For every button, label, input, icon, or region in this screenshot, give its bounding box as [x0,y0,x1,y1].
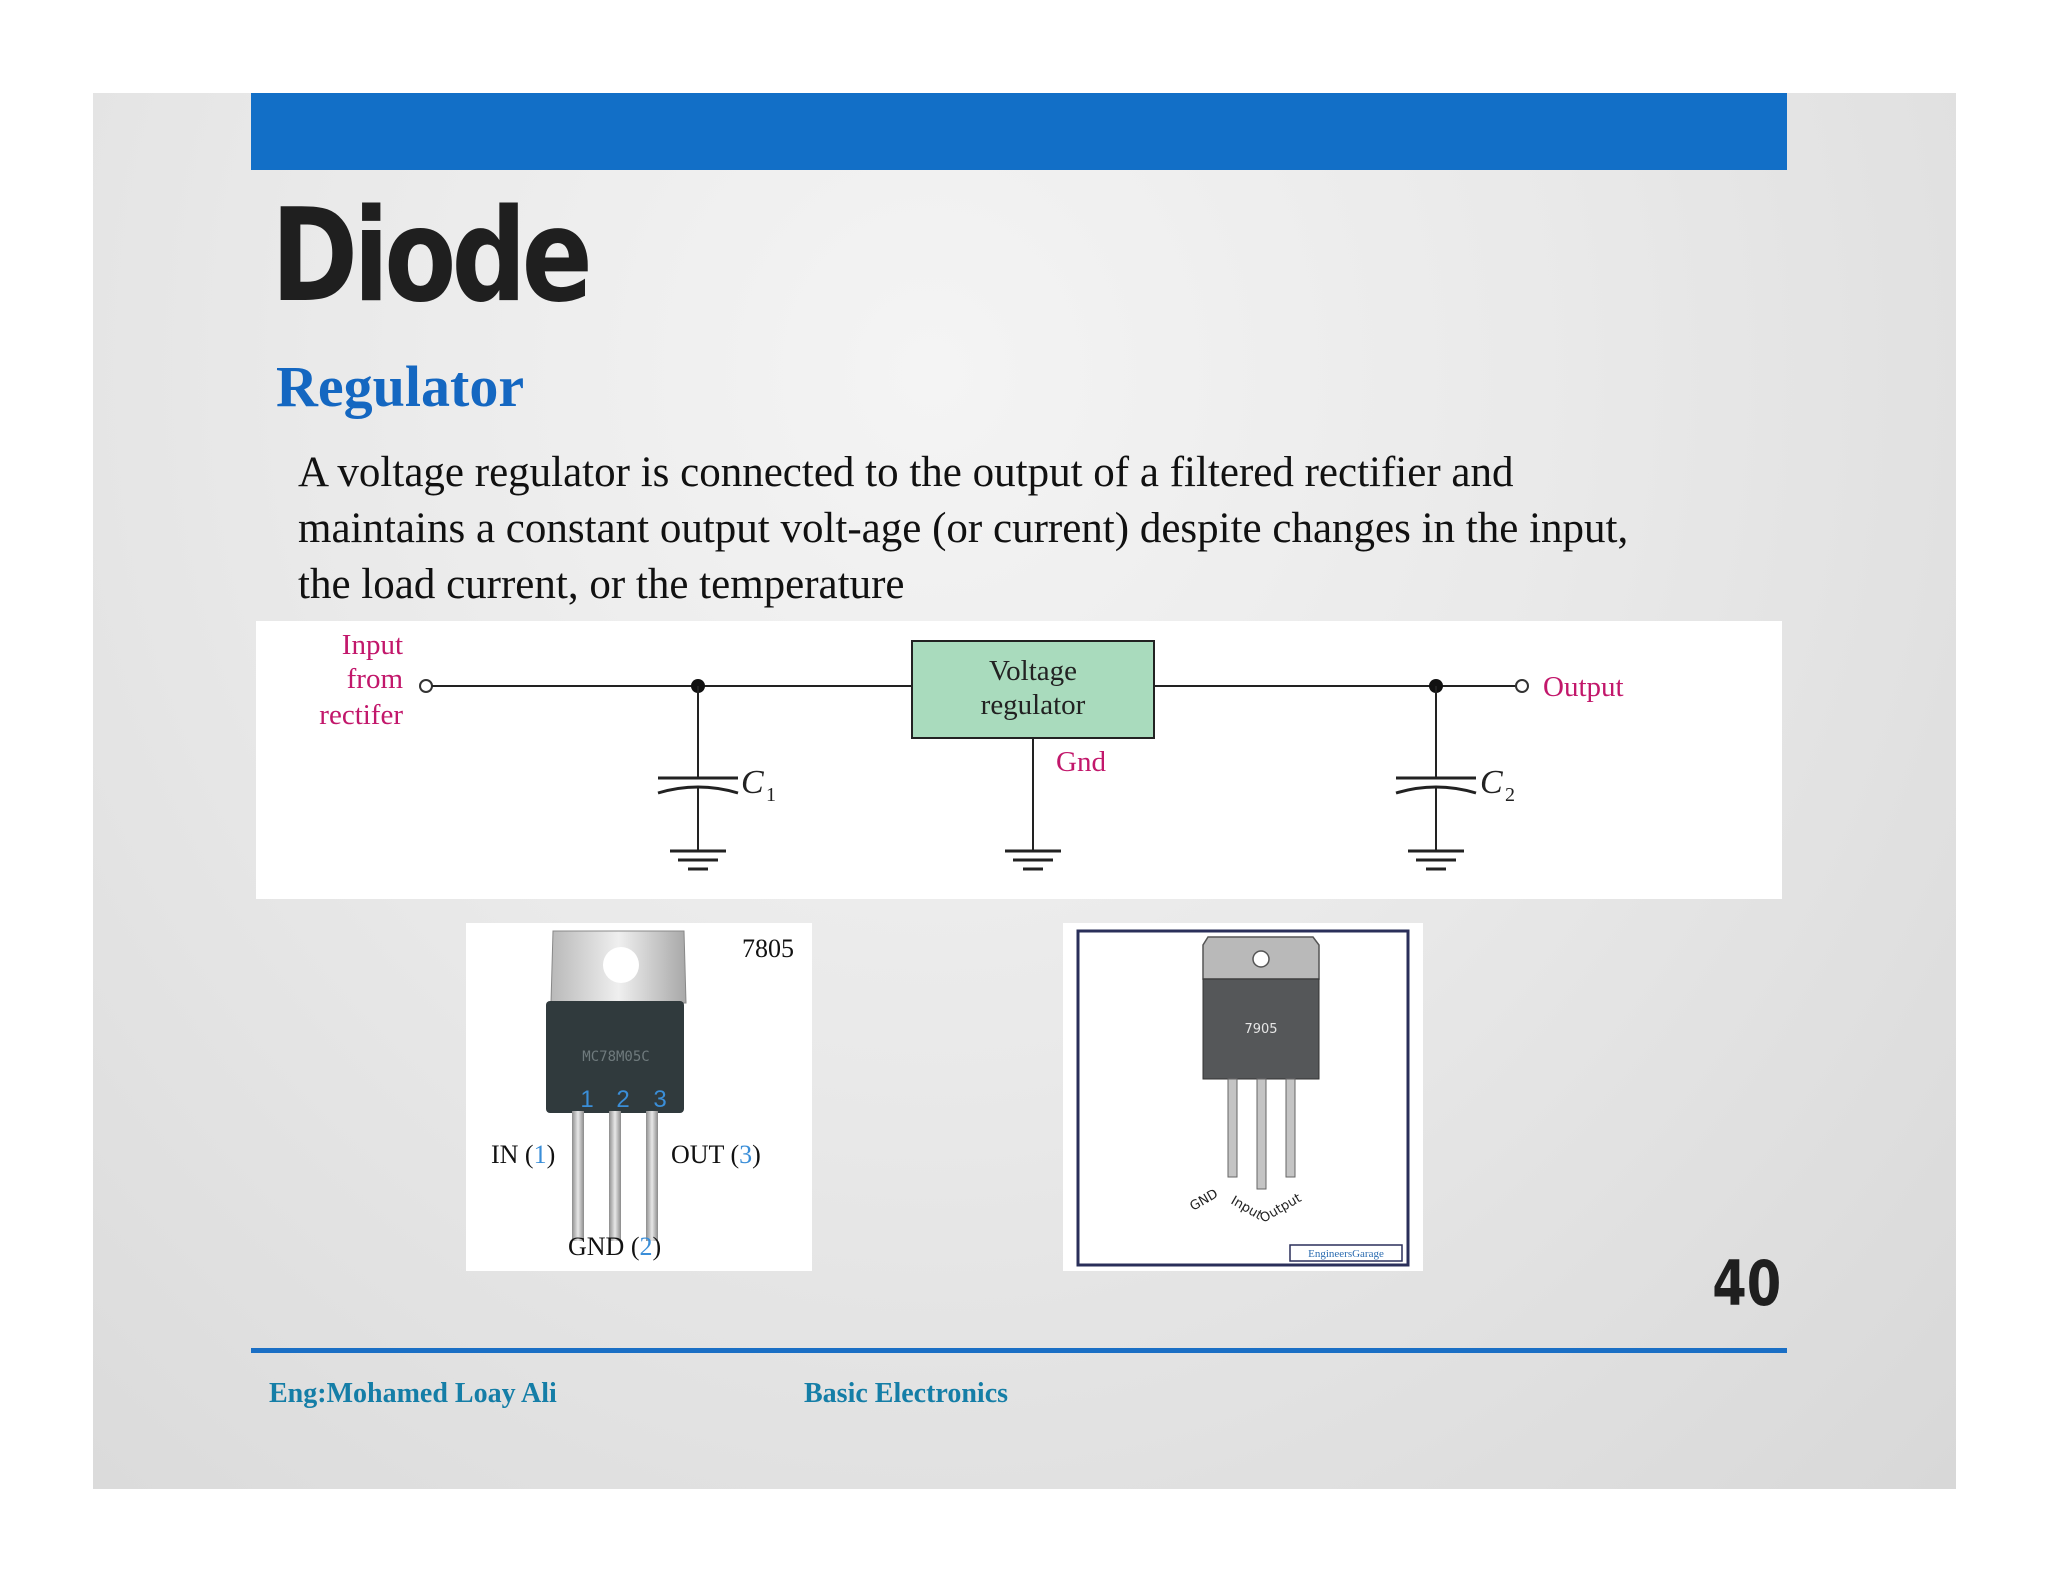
mounting-hole [1252,950,1270,968]
c2-label: C [1480,764,1503,801]
pin-2-leg [609,1111,621,1241]
pin-1-leg [572,1111,584,1241]
chip-marking: MC78M05C [582,1049,649,1065]
footer-course: Basic Electronics [804,1378,1009,1409]
output-label: Output [1543,671,1624,703]
body-line: maintains a constant output volt-age (or… [298,505,1629,552]
chip-body [1202,978,1320,1080]
slide-subtitle: Regulator [276,354,525,419]
ground-symbol-2 [1005,849,1061,871]
pin-number: 3 [653,1086,666,1113]
lm7805-illustration: MC78M05C 1 2 3 7805 IN (1) OUT (3) GND (… [491,930,794,1261]
input-label-line: Input [342,629,403,661]
c2-subscript: 2 [1505,784,1515,806]
pin-output-leg [1285,1078,1296,1178]
input-label-line: rectifer [319,699,403,731]
pin-gnd-leg [1227,1078,1238,1178]
engineersgarage-watermark: EngineersGarage [1308,1248,1384,1260]
body-line: the load current, or the temperature [298,561,905,608]
lm7905-drawing: 7905 GND Input Output EngineersGarage [1076,929,1410,1267]
pin-number: 1 [580,1086,593,1113]
slide: Diode Regulator A voltage regulator is c… [93,93,1956,1489]
c1-subscript: 1 [766,784,776,806]
chip-body [546,1001,684,1113]
regulator-label-line: Voltage [989,655,1077,687]
out-pin-label: OUT (3) [671,1140,761,1169]
lm7805-photo: MC78M05C 1 2 3 7805 IN (1) OUT (3) GND (… [466,923,812,1271]
watermark-box [1289,1244,1403,1262]
ground-symbol-1 [670,849,726,871]
gnd-label: Gnd [1056,746,1106,778]
top-accent-bar [251,93,1787,170]
part-number-label: 7905 [1244,1022,1277,1037]
output-terminal [1515,679,1529,693]
lm7905-illustration: 7905 GND Input Output EngineersGarage [1063,923,1423,1271]
regulator-label-line: regulator [981,689,1086,721]
page-number: 40 [1711,1247,1781,1320]
gnd-pin-label: GND (2) [568,1232,661,1261]
regulator-circuit-diagram: Input from rectifer C 1 Voltage [256,621,1782,899]
mounting-hole [603,947,639,983]
part-number-label: 7805 [742,934,794,963]
footer-divider [251,1348,1787,1353]
input-label-line: from [347,663,404,695]
c1-label: C [741,764,764,801]
pin-number: 2 [616,1086,629,1113]
pin-3-leg [646,1111,658,1241]
footer-author: Eng:Mohamed Loay Ali [269,1378,557,1409]
circuit-svg: Input from rectifer C 1 Voltage [319,629,1624,871]
body-paragraph: A voltage regulator is connected to the … [298,445,1818,613]
pin-input-leg [1256,1078,1267,1190]
ground-symbol-3 [1408,849,1464,871]
input-terminal [419,679,433,693]
slide-title: Diode [271,182,593,331]
body-line: A voltage regulator is connected to the … [298,449,1514,496]
in-pin-label: IN (1) [491,1140,555,1169]
